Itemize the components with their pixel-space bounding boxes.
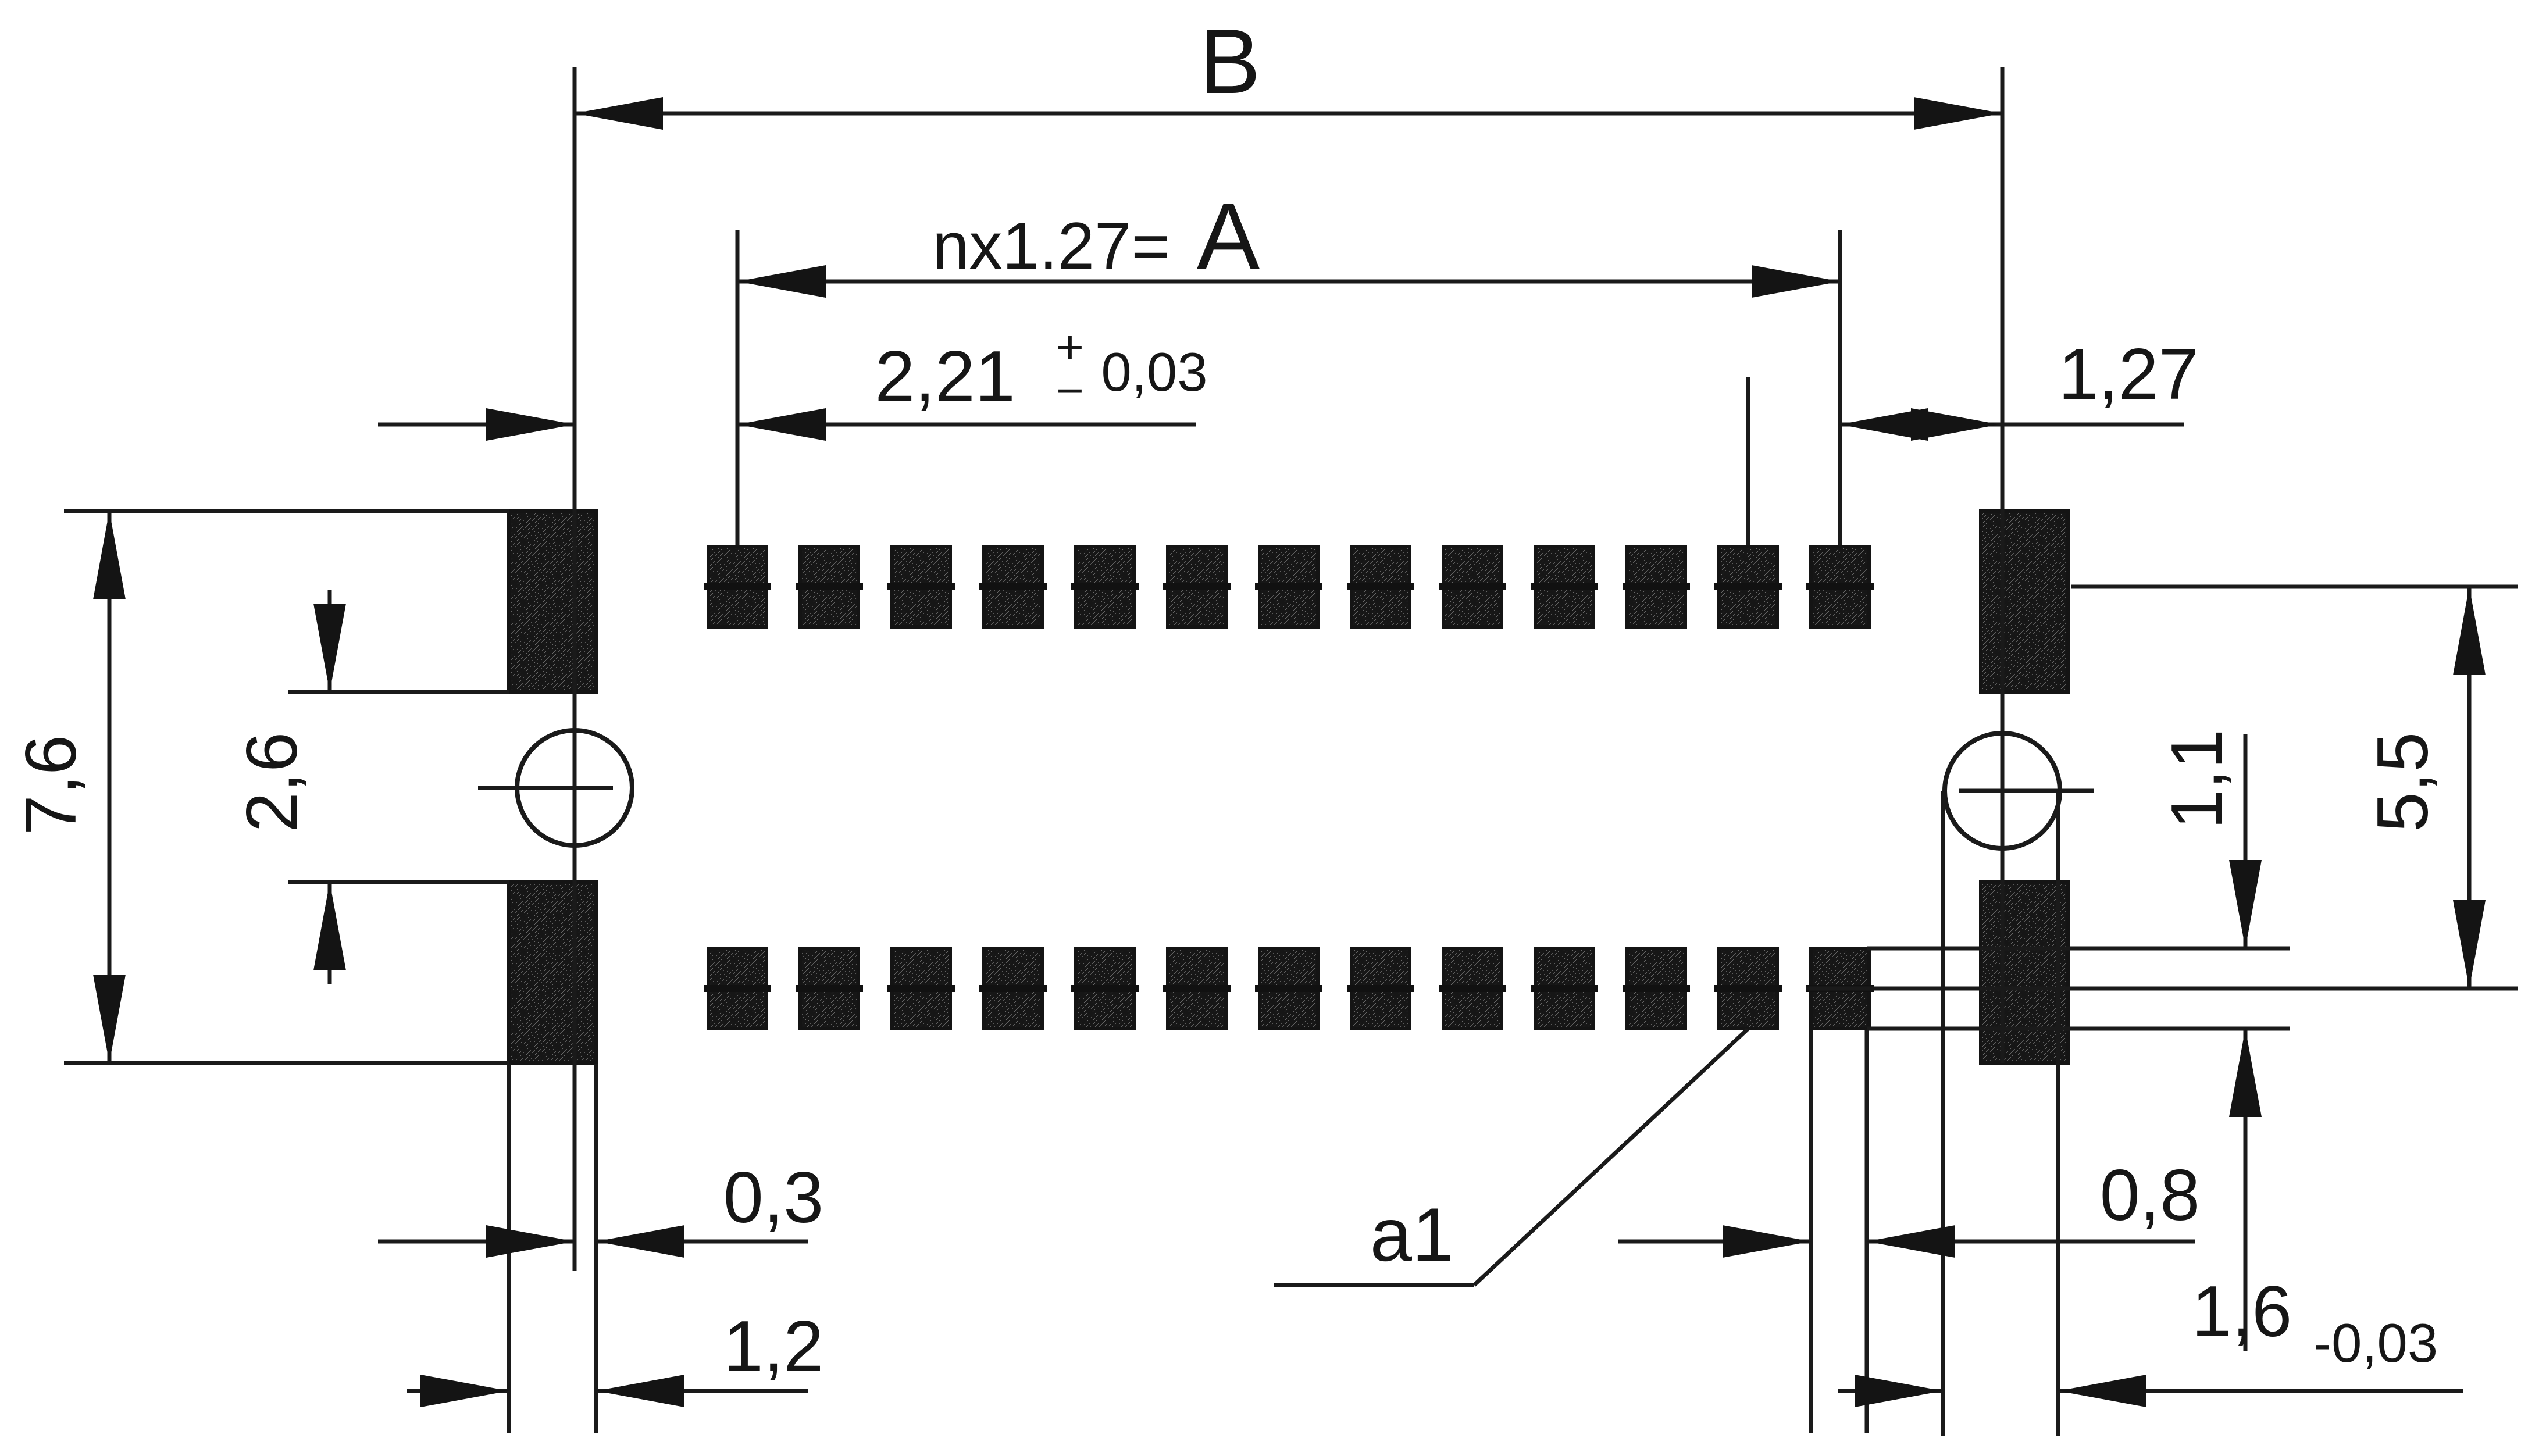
arrowhead-b-left	[575, 97, 663, 130]
arrowhead-1-2-left	[420, 1375, 509, 1407]
arrowhead-2-6-bottom	[313, 882, 346, 970]
tolerance-value: 0,03	[1101, 341, 1208, 402]
arrowhead-b-right	[1914, 97, 2002, 130]
dim-label-overall-width: B	[1199, 10, 1260, 113]
arrowhead-1-1-top	[2229, 860, 2262, 948]
pin-a1-label: a1	[1370, 1192, 1454, 1277]
arrowhead-a-right	[1752, 265, 1840, 298]
corner-pad-top-right	[1979, 509, 2070, 694]
corner-pad-bottom-left	[507, 880, 598, 1065]
dim-label-pitch: 1,27	[2058, 334, 2198, 415]
arrowhead-5-5-bottom	[2453, 900, 2486, 988]
dim-label-center-offset: 0,3	[723, 1158, 823, 1238]
arrowhead-5-5-top	[2453, 587, 2486, 675]
leader-a1-diagonal	[1472, 1027, 1749, 1287]
arrowhead-0-3-right	[596, 1225, 684, 1258]
corner-pad-bottom-right	[1979, 880, 2070, 1065]
dim-label-row-spacing: 5,5	[2363, 732, 2443, 832]
dim-label-first-pad-offset: 2,21	[875, 337, 1015, 417]
arrowhead-2-21-left	[486, 408, 575, 441]
locating-hole-left	[515, 728, 634, 848]
dim-label-pad-width: 0,8	[2100, 1155, 2200, 1236]
arrowhead-a-left	[737, 265, 826, 298]
arrowhead-2-6-top	[313, 604, 346, 692]
locating-hole-right	[1942, 731, 2062, 851]
dim-label-pad-height: 1,1	[2157, 729, 2237, 829]
dim-label-pitch-total: A	[1197, 184, 1260, 289]
dim-label-pitch-formula: nx1.27=	[932, 209, 1170, 283]
arrowhead-7-6-top	[93, 511, 126, 599]
arrowhead-1-6-right	[2058, 1375, 2146, 1407]
arrowhead-1-6-left	[1855, 1375, 1943, 1407]
corner-pad-top-left	[507, 509, 598, 694]
arrowhead-1-27-left	[1839, 408, 1928, 441]
arrowhead-1-2-right	[596, 1375, 684, 1407]
dim-label-hole-diameter: 1,6	[2192, 1272, 2292, 1352]
arrowhead-0-3-left	[486, 1225, 575, 1258]
dim-label-corner-pad-width: 1,2	[723, 1307, 823, 1387]
solder-pads	[507, 509, 2070, 1065]
dim-label-corner-gap: 2,6	[232, 732, 312, 832]
dimension-arrowheads	[93, 97, 2486, 1407]
tolerance-minus-sign: −	[1056, 365, 1084, 417]
arrowhead-2-21-right	[737, 408, 826, 441]
arrowhead-0-8-left	[1723, 1225, 1811, 1258]
arrowhead-7-6-bottom	[93, 975, 126, 1063]
dim-label-outer-height: 7,6	[11, 735, 91, 835]
dim-label-hole-tolerance: -0,03	[2313, 1312, 2438, 1373]
arrowhead-0-8-right	[1867, 1225, 1955, 1258]
arrowhead-1-27-right	[1911, 408, 1999, 441]
tolerance-plus-sign: +	[1056, 321, 1084, 374]
arrowhead-1-1-bottom	[2229, 1029, 2262, 1117]
